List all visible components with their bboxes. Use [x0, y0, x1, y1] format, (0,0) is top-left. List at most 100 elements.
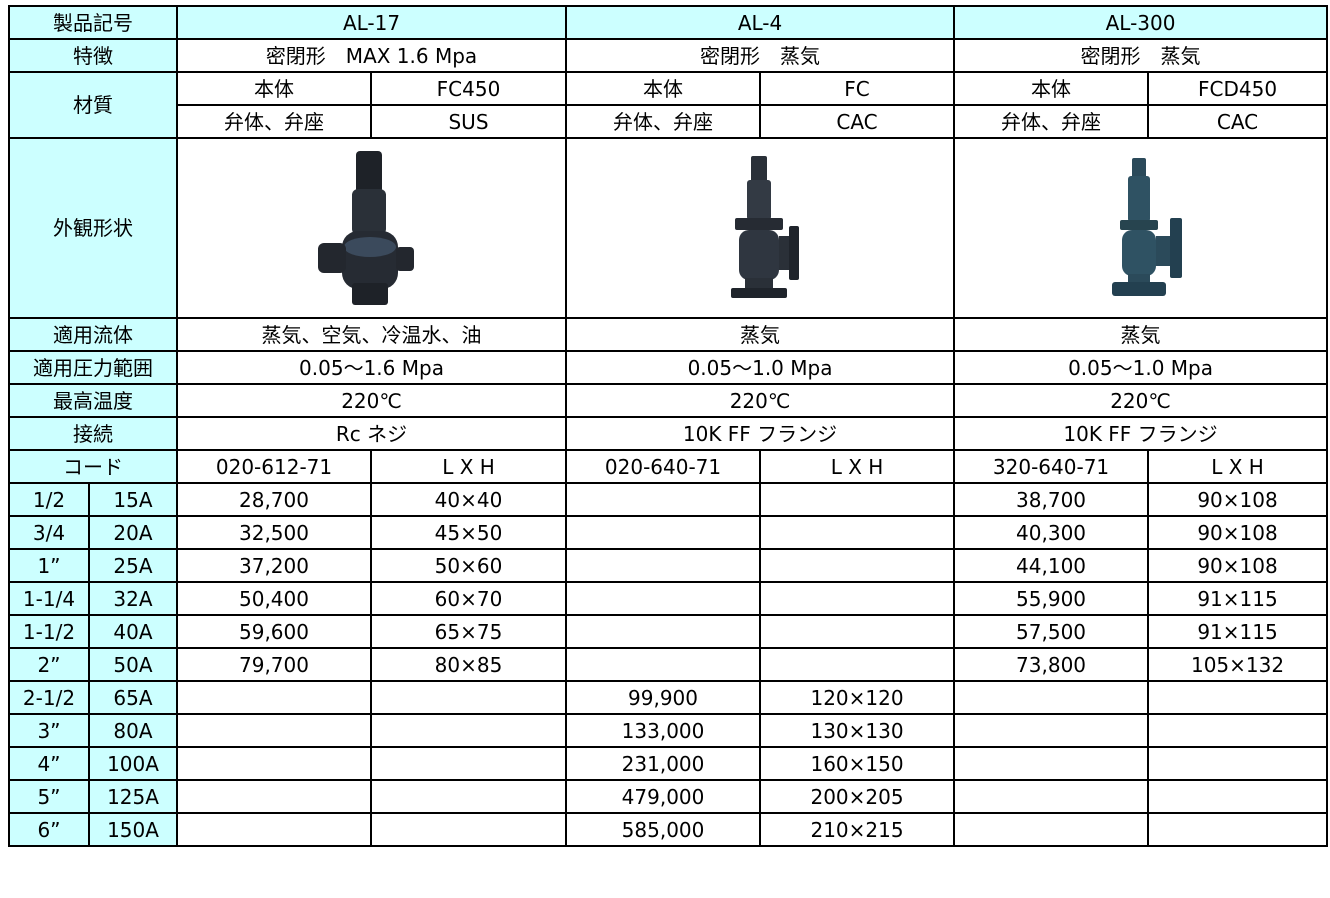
dimension-al17: [369, 680, 568, 715]
pressure-al4: 0.05～1.0 Mpa: [565, 350, 956, 385]
feature-row: 特徴 密閉形 MAX 1.6 Mpa 密閉形 蒸気 密閉形 蒸気: [8, 38, 1329, 73]
dimension-header: L X H: [369, 449, 568, 484]
price-al4: [565, 581, 762, 616]
price-al300: 40,300: [953, 515, 1150, 550]
product-code: 020-640-71: [565, 449, 762, 484]
size-inch: 5”: [8, 779, 90, 814]
dimension-al17: [369, 779, 568, 814]
price-al17: [176, 746, 372, 781]
appearance-header: 外観形状: [8, 137, 178, 319]
pressure-al17: 0.05～1.6 Mpa: [175, 350, 568, 385]
material-disc-value: CAC: [759, 104, 956, 139]
connection-al4: 10K FF フランジ: [565, 416, 956, 451]
appearance-al17: [175, 137, 568, 319]
pressure-row: 適用圧力範囲 0.05～1.6 Mpa 0.05～1.0 Mpa 0.05～1.…: [8, 350, 1329, 385]
price-al17: 28,700: [176, 482, 372, 517]
fluid-al4: 蒸気: [565, 317, 956, 352]
size-inch: 1”: [8, 548, 90, 583]
appearance-al300: [953, 137, 1329, 319]
size-mm: 80A: [88, 713, 178, 748]
dimension-al17: 45×50: [369, 515, 568, 550]
size-inch: 1-1/4: [8, 581, 90, 616]
dimension-al4: 200×205: [759, 779, 956, 814]
fluid-al300: 蒸気: [953, 317, 1329, 352]
dimension-al17: [369, 746, 568, 781]
material-body-label: 本体: [176, 71, 372, 106]
price-al17: 79,700: [176, 647, 372, 682]
size-mm: 20A: [88, 515, 178, 550]
material-body-label: 本体: [565, 71, 762, 106]
dimension-al4: [759, 647, 956, 682]
material-disc-value: CAC: [1147, 104, 1329, 139]
feature-header: 特徴: [8, 38, 178, 73]
price-al4: [565, 647, 762, 682]
dimension-al300: 105×132: [1147, 647, 1329, 682]
dimension-al4: [759, 482, 956, 517]
dimension-al17: [369, 713, 568, 748]
size-inch: 2-1/2: [8, 680, 90, 715]
size-mm: 25A: [88, 548, 178, 583]
material-body-value: FC450: [369, 71, 568, 106]
size-inch: 3/4: [8, 515, 90, 550]
feature-al4: 密閉形 蒸気: [565, 38, 956, 73]
code-header: コード: [8, 449, 178, 484]
temperature-al300: 220℃: [953, 383, 1329, 418]
dimension-header: L X H: [1147, 449, 1329, 484]
price-al4: [565, 614, 762, 649]
connection-header: 接続: [8, 416, 178, 451]
model-al300: AL-300: [953, 5, 1329, 40]
price-al4: [565, 482, 762, 517]
price-al4: 479,000: [565, 779, 762, 814]
dimension-al300: [1147, 680, 1329, 715]
dimension-al17: 60×70: [369, 581, 568, 616]
size-mm: 100A: [88, 746, 178, 781]
pressure-header: 適用圧力範囲: [8, 350, 178, 385]
dimension-al300: 90×108: [1147, 515, 1329, 550]
size-inch: 6”: [8, 812, 90, 847]
price-al300: [953, 746, 1150, 781]
dimension-al300: [1147, 812, 1329, 847]
price-al300: [953, 713, 1150, 748]
size-inch: 4”: [8, 746, 90, 781]
size-mm: 50A: [88, 647, 178, 682]
dimension-al4: [759, 515, 956, 550]
size-inch: 1-1/2: [8, 614, 90, 649]
price-al300: [953, 812, 1150, 847]
connection-al17: Rc ネジ: [175, 416, 568, 451]
dimension-al4: 210×215: [759, 812, 956, 847]
price-al17: 59,600: [176, 614, 372, 649]
price-al17: 37,200: [176, 548, 372, 583]
material-disc-label: 弁体、弁座: [565, 104, 762, 139]
price-al17: [176, 713, 372, 748]
size-mm: 32A: [88, 581, 178, 616]
dimension-al4: 120×120: [759, 680, 956, 715]
price-al300: [953, 779, 1150, 814]
model-header: 製品記号: [8, 5, 178, 40]
product-code: 320-640-71: [953, 449, 1150, 484]
size-inch: 2”: [8, 647, 90, 682]
material-disc-label: 弁体、弁座: [953, 104, 1150, 139]
price-al4: 133,000: [565, 713, 762, 748]
appearance-al4: [565, 137, 956, 319]
temperature-al17: 220℃: [175, 383, 568, 418]
spec-table: 製品記号 AL-17 AL-4 AL-300 特徴 密閉形 MAX 1.6 Mp…: [8, 5, 1329, 847]
material-disc-label: 弁体、弁座: [176, 104, 372, 139]
dimension-al17: [369, 812, 568, 847]
dimension-al300: [1147, 713, 1329, 748]
dimension-al4: 130×130: [759, 713, 956, 748]
dimension-al300: [1147, 746, 1329, 781]
size-mm: 65A: [88, 680, 178, 715]
dimension-al300: 90×108: [1147, 482, 1329, 517]
size-inch: 1/2: [8, 482, 90, 517]
flanged-safety-valve-image: [1111, 158, 1182, 296]
dimension-al300: 90×108: [1147, 548, 1329, 583]
dimension-header: L X H: [759, 449, 956, 484]
price-al17: [176, 680, 372, 715]
material-row-body: 材質 本体 FC450 本体 FC 本体 FCD450: [8, 71, 1329, 139]
